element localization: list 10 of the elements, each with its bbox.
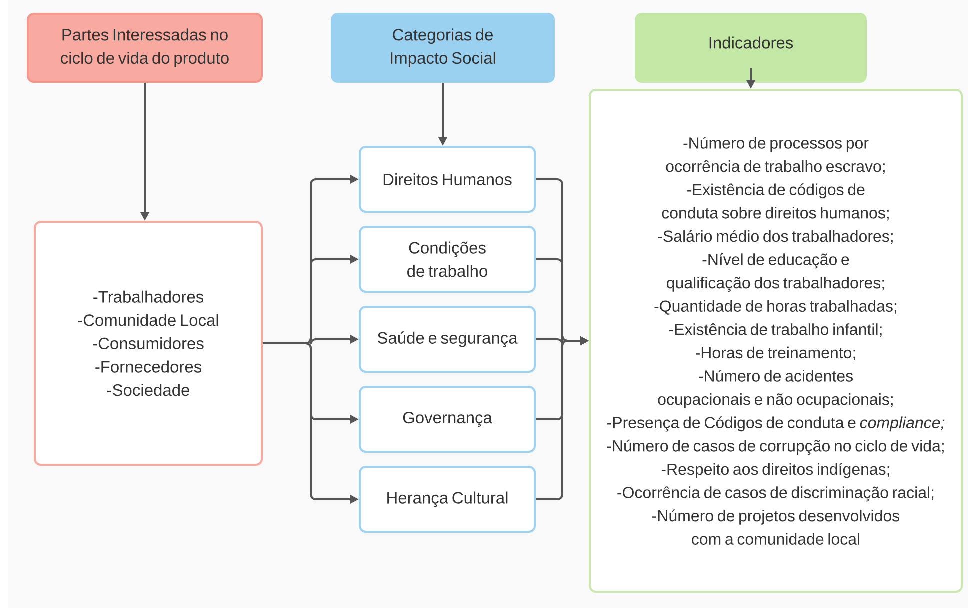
category-box: Saúde e segurança	[359, 306, 536, 373]
header-box: Categorias de Impacto Social	[331, 13, 555, 83]
category-box: Herança Cultural	[359, 466, 536, 533]
category-box: Direitos Humanos	[359, 146, 536, 213]
category-box: Governança	[359, 386, 536, 453]
indicator-box: -Número de processos por ocorrência de trabalho escravo; -Existência de códigos de conduta sobre direitos humanos; -Salário médio dos trabalhadores; -Nível de educação e qualificação dos trabalhadores; -Quantidade de horas trabalhadas; -Existência de trabalho infantil; -Horas de treinamento; -Número de acidentes ocupacionais e não ocupacionais; -Presença de Códigos de conduta e compliance; -Número de casos de corrupção no ciclo de vida; -Respeito aos direitos indígenas; -Ocorrência de casos de discriminação racial; -Número de projetos desenvolvidos com a comunidade local	[589, 89, 964, 593]
category-box: Condições de trabalho	[359, 226, 536, 293]
header-box: Partes Interessadas no ciclo de vida do produto	[27, 13, 263, 83]
list-box: -Trabalhadores -Comunidade Local -Consumidores -Fornecedores -Sociedade	[34, 221, 263, 466]
header-box: Indicadores	[635, 13, 868, 83]
